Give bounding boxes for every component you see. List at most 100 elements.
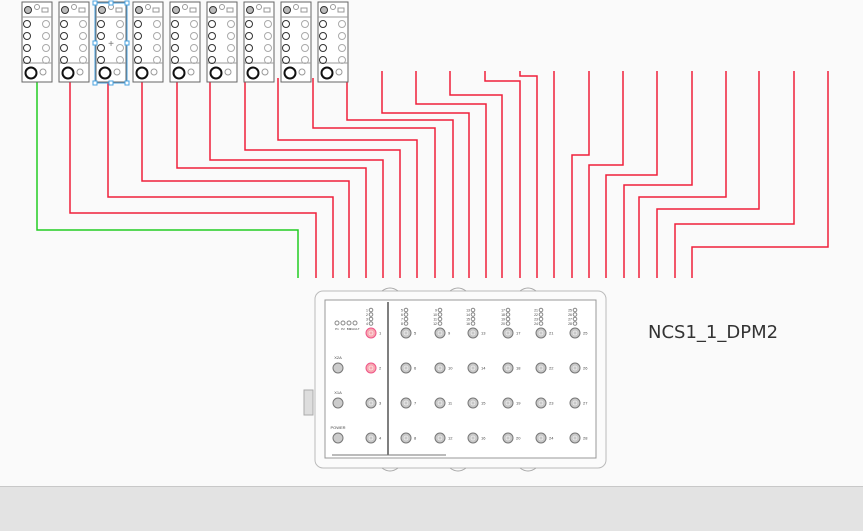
resize-handle[interactable]	[92, 40, 98, 46]
port-6-icon[interactable]	[400, 362, 412, 374]
port-icon	[23, 32, 31, 40]
resize-handle[interactable]	[92, 0, 98, 6]
port-16-icon[interactable]	[467, 432, 479, 444]
port-3-icon[interactable]	[365, 397, 377, 409]
wire-external[interactable]	[381, 71, 470, 278]
wire-module-1[interactable]	[36, 78, 299, 278]
wire-external[interactable]	[571, 71, 590, 278]
port-12-icon[interactable]	[434, 432, 446, 444]
module-port-icon	[261, 68, 269, 76]
wire-external[interactable]	[484, 71, 521, 278]
port-icon	[116, 56, 124, 64]
wire-external[interactable]	[415, 71, 487, 278]
wire-external[interactable]	[623, 71, 693, 278]
connector-x1a-icon[interactable]	[332, 397, 344, 409]
wire-external[interactable]	[519, 71, 538, 278]
wire-external[interactable]	[605, 71, 658, 278]
io-module-2[interactable]	[58, 1, 90, 83]
port-number: 9	[448, 331, 451, 336]
io-module-3[interactable]: +	[92, 0, 130, 86]
wire-module-4[interactable]	[141, 78, 350, 278]
port-1-icon[interactable]	[365, 327, 377, 339]
wire-module-5[interactable]	[176, 78, 367, 278]
port-icon	[301, 32, 309, 40]
module-connector-icon	[61, 6, 69, 14]
port-icon	[208, 56, 216, 64]
status-led-icon	[346, 320, 352, 326]
port-icon	[79, 56, 87, 64]
connector-power-icon[interactable]	[332, 432, 344, 444]
port-15-icon[interactable]	[467, 397, 479, 409]
wire-module-8[interactable]	[277, 78, 418, 278]
port-8-icon[interactable]	[400, 432, 412, 444]
port-pin-icon	[538, 365, 544, 371]
port-icon	[134, 56, 142, 64]
port-2-icon[interactable]	[365, 362, 377, 374]
module-connector-icon	[98, 6, 106, 14]
wire-external[interactable]	[346, 71, 454, 278]
port-number: 21	[549, 331, 554, 336]
wire-external[interactable]	[674, 71, 795, 278]
io-module-5[interactable]	[169, 1, 201, 83]
status-led-icon	[340, 320, 346, 326]
io-module-8[interactable]	[280, 1, 312, 83]
port-21-icon[interactable]	[535, 327, 547, 339]
io-module-6[interactable]	[206, 1, 238, 83]
mount-tab	[449, 467, 467, 472]
port-25-icon[interactable]	[569, 327, 581, 339]
io-module-4[interactable]	[132, 1, 164, 83]
port-18-icon[interactable]	[502, 362, 514, 374]
module-power-connector-icon	[320, 66, 334, 80]
connector-label: X2A	[334, 355, 342, 360]
wire-module-9[interactable]	[312, 78, 436, 278]
port-20-icon[interactable]	[502, 432, 514, 444]
wire-module-3[interactable]	[107, 78, 334, 278]
led-number: 19	[501, 318, 505, 322]
wire-module-6[interactable]	[209, 78, 384, 278]
io-module-9[interactable]	[317, 1, 349, 83]
port-22-icon[interactable]	[535, 362, 547, 374]
port-number: 14	[481, 366, 486, 371]
wire-external[interactable]	[691, 71, 829, 278]
port-10-icon[interactable]	[434, 362, 446, 374]
wire-external[interactable]	[656, 71, 760, 278]
wire-external[interactable]	[638, 71, 727, 278]
port-icon	[282, 44, 290, 52]
port-icon	[153, 56, 161, 64]
mount-tab	[381, 287, 399, 292]
resize-handle[interactable]	[124, 0, 130, 6]
port-19-icon[interactable]	[502, 397, 514, 409]
port-icon	[227, 20, 235, 28]
port-5-icon[interactable]	[400, 327, 412, 339]
resize-handle[interactable]	[124, 80, 130, 86]
io-module-7[interactable]	[243, 1, 275, 83]
port-26-icon[interactable]	[569, 362, 581, 374]
resize-handle[interactable]	[92, 80, 98, 86]
port-14-icon[interactable]	[467, 362, 479, 374]
port-27-icon[interactable]	[569, 397, 581, 409]
connector-x2a-icon[interactable]	[332, 362, 344, 374]
port-4-icon[interactable]	[365, 432, 377, 444]
wire-external[interactable]	[449, 71, 503, 278]
port-24-icon[interactable]	[535, 432, 547, 444]
resize-handle[interactable]	[124, 40, 130, 46]
port-icon	[134, 32, 142, 40]
port-9-icon[interactable]	[434, 327, 446, 339]
io-module-1[interactable]	[21, 1, 53, 83]
port-28-icon[interactable]	[569, 432, 581, 444]
port-17-icon[interactable]	[502, 327, 514, 339]
wire-external[interactable]	[588, 71, 624, 278]
port-13-icon[interactable]	[467, 327, 479, 339]
resize-handle[interactable]	[108, 80, 114, 86]
wire-module-7[interactable]	[244, 78, 401, 278]
led-number: 23	[534, 318, 538, 322]
port-11-icon[interactable]	[434, 397, 446, 409]
resize-handle[interactable]	[108, 0, 114, 6]
port-23-icon[interactable]	[535, 397, 547, 409]
wire-module-2[interactable]	[69, 78, 317, 278]
connector-label: X1A	[334, 390, 342, 395]
port-7-icon[interactable]	[400, 397, 412, 409]
led-number: 7	[401, 318, 403, 322]
